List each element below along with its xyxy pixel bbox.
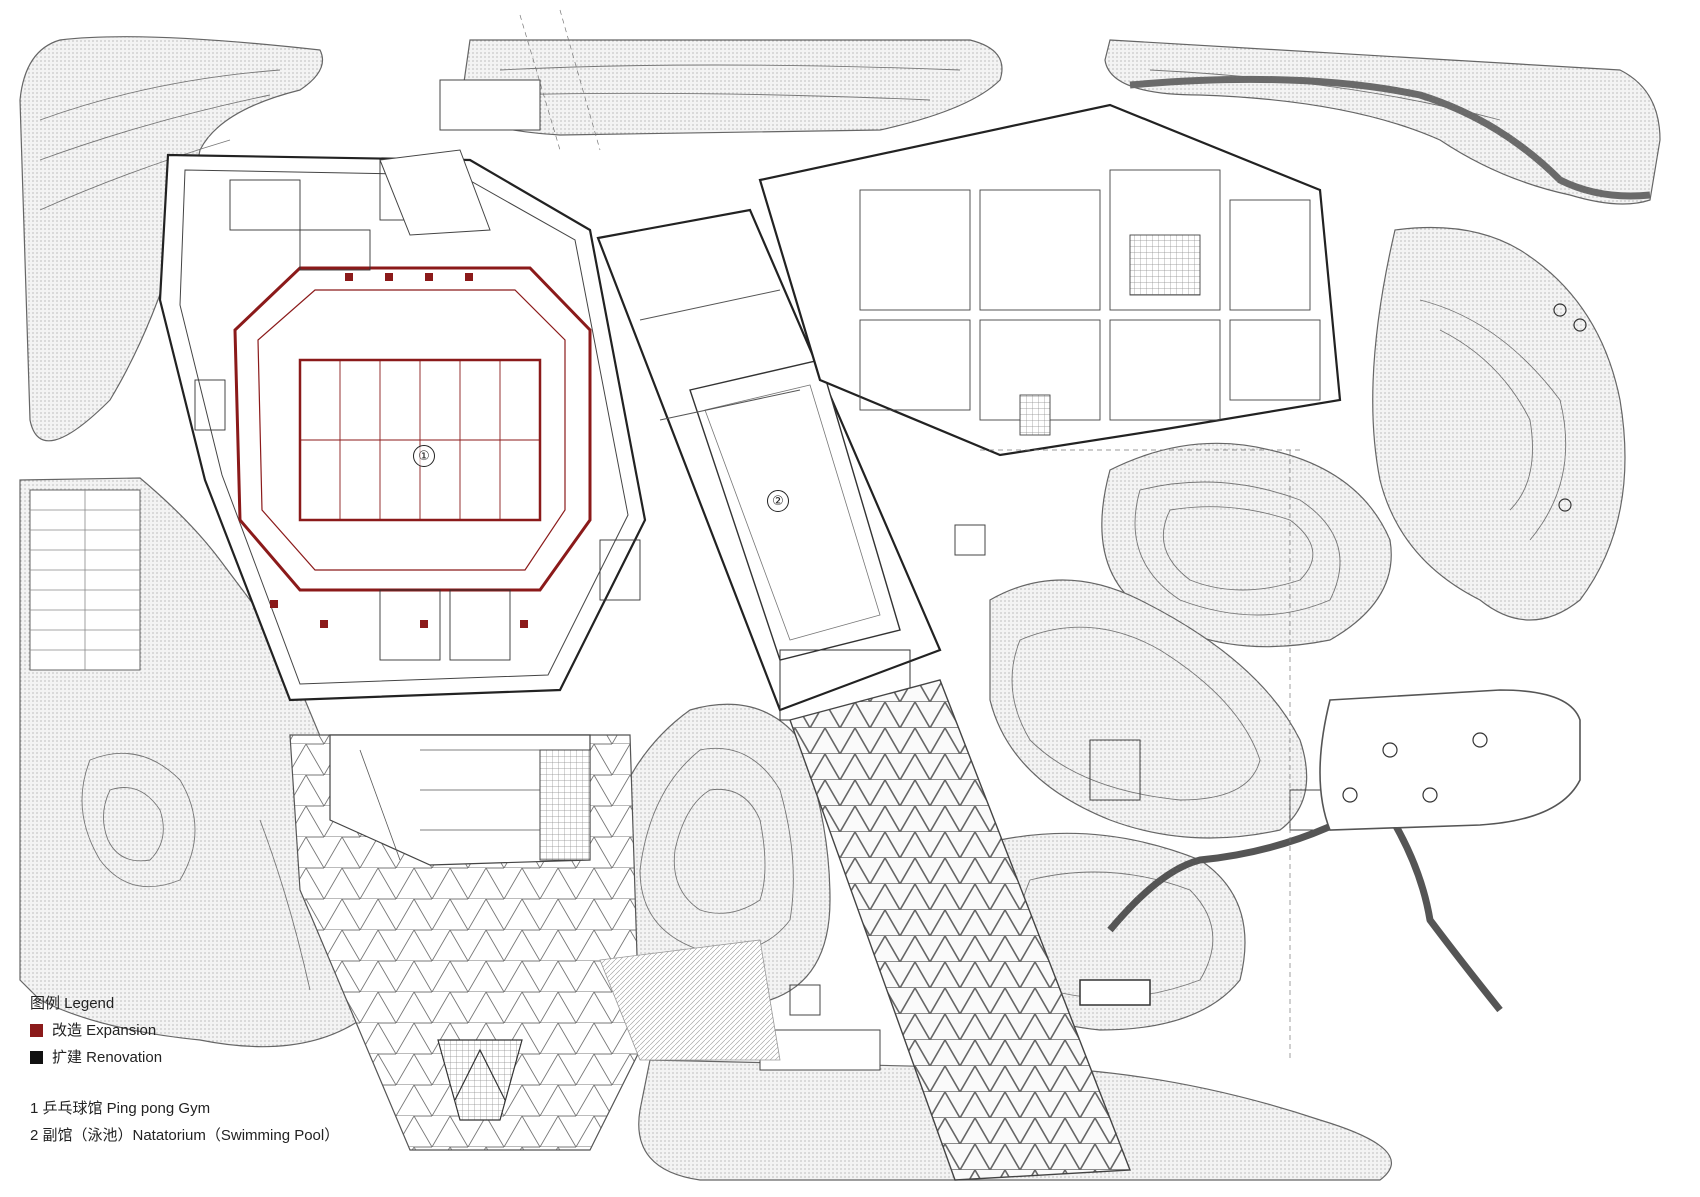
legend-item-ping-pong-gym: 1 乒乓球馆 Ping pong Gym (30, 1100, 211, 1117)
ping-pong-gym-building (158, 153, 647, 702)
expansion-swatch (30, 1024, 43, 1037)
office-building (758, 103, 1342, 457)
legend-title: 图例 Legend (30, 995, 115, 1012)
renovation-swatch (30, 1051, 43, 1064)
survey-lines (519, 9, 1300, 1060)
legend-expansion: 改造 Expansion (30, 1017, 390, 1044)
triangular-walkway (789, 679, 1132, 1181)
renovation-label: 扩建 Renovation (52, 1049, 163, 1066)
hatched-strip (599, 939, 781, 1061)
triangular-plaza (289, 734, 641, 1151)
natatorium-building (596, 208, 942, 721)
east-plaza (1079, 303, 1587, 1006)
legend: 图例 Legend 改造 Expansion 扩建 Renovation 1 乒… (30, 990, 390, 1149)
marker-natatorium: ② (767, 490, 789, 512)
legend-item-natatorium: 2 副馆（泳池）Natatorium（Swimming Pool） (30, 1127, 340, 1144)
expansion-label: 改造 Expansion (52, 1022, 157, 1039)
parking-area (29, 489, 141, 671)
marker-ping-pong-gym: ① (413, 445, 435, 467)
legend-renovation: 扩建 Renovation (30, 1044, 390, 1071)
